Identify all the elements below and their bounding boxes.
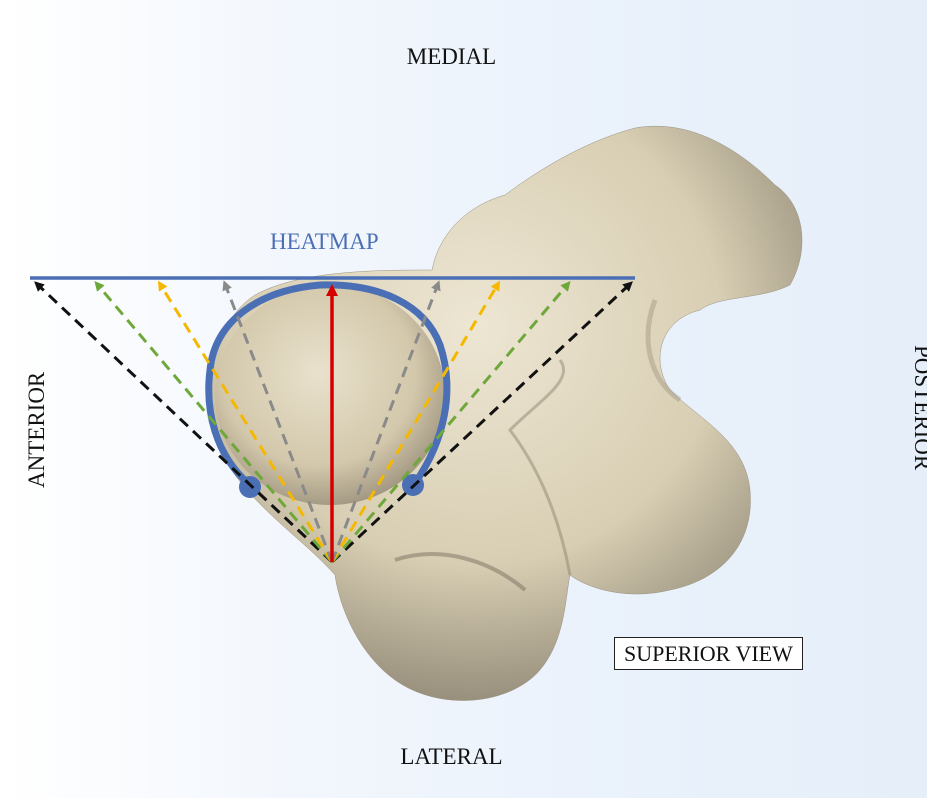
label-lateral: LATERAL xyxy=(0,744,915,770)
humeral-head xyxy=(215,285,445,505)
label-medial: MEDIAL xyxy=(0,44,915,70)
view-label-box: SUPERIOR VIEW xyxy=(614,637,803,670)
bone-shape xyxy=(209,126,802,700)
label-posterior: POSTERIOR xyxy=(909,345,927,470)
label-anterior: ANTERIOR xyxy=(24,372,50,488)
label-heatmap: HEATMAP xyxy=(270,229,379,255)
heatmap-endpoint-anterior xyxy=(239,476,261,498)
